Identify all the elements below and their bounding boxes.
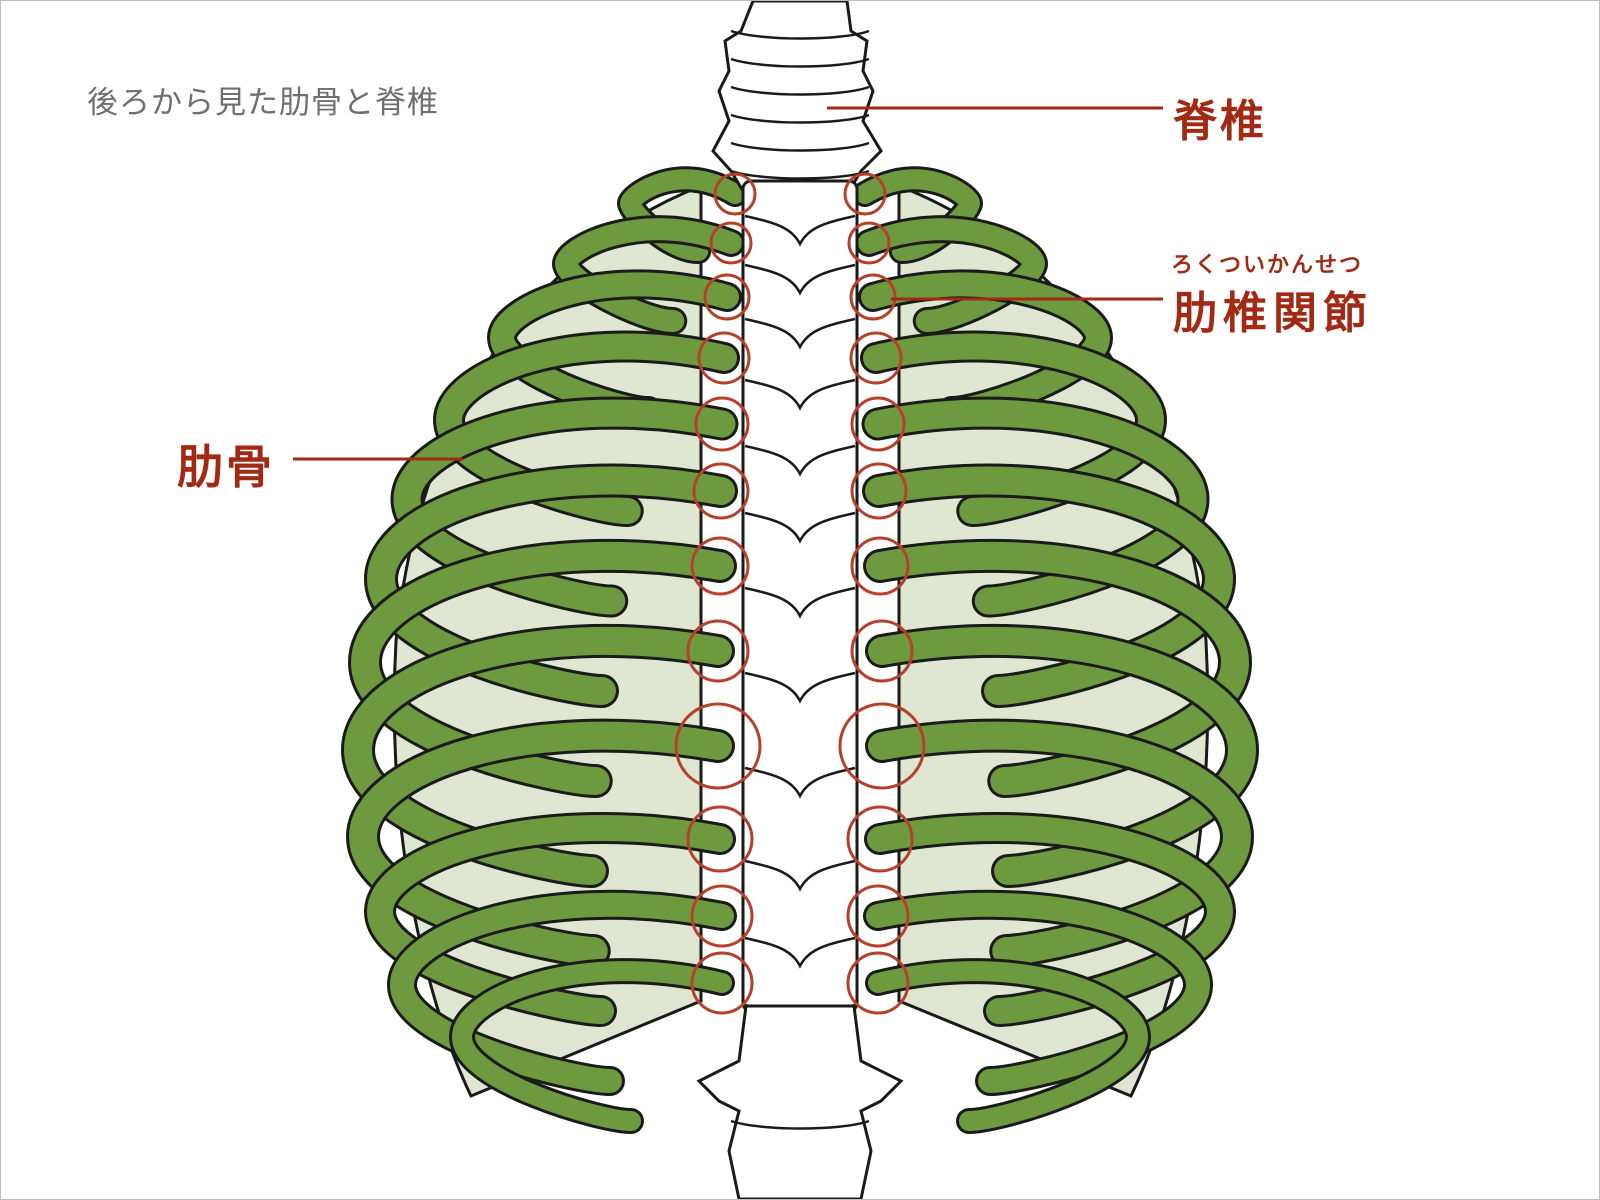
rib-6-right <box>865 466 1234 705</box>
joint-marker-7-left <box>690 536 750 596</box>
rib-7-left <box>350 541 734 795</box>
rib-2-left <box>554 218 742 332</box>
cervical-segment-line <box>730 85 870 96</box>
rib-12-left <box>451 961 732 1131</box>
spinous-process <box>744 317 856 350</box>
joint-marker-6-left <box>692 462 750 520</box>
joint-marker-3-left <box>703 273 751 321</box>
joint-marker-8-right <box>850 619 914 683</box>
cervical-vertebrae <box>711 1 883 193</box>
rib-8-right <box>868 627 1257 885</box>
rib-12-right <box>868 961 1149 1131</box>
rib-6-left <box>366 466 735 705</box>
joint-marker-9-right <box>838 702 926 790</box>
rib-5-right <box>864 399 1207 615</box>
rib-11-left <box>389 892 734 1093</box>
joint-marker-1-right <box>843 172 887 216</box>
cervical-segment-line <box>730 57 870 68</box>
cervical-segment-line <box>730 29 870 40</box>
joint-marker-10-right <box>846 805 914 873</box>
joint-marker-4-left <box>697 331 751 385</box>
label-leader-lines <box>293 106 1163 461</box>
spinous-process <box>744 671 856 704</box>
rib-7-right <box>866 541 1250 795</box>
rib-9-right <box>868 721 1252 965</box>
joint-marker-7-right <box>850 536 910 596</box>
joint-marker-2-right <box>847 221 891 265</box>
costovertebral-joint-markers <box>674 172 926 1015</box>
spinous-process <box>744 766 856 799</box>
spine-group <box>696 1 904 1199</box>
joint-marker-8-left <box>686 619 750 683</box>
joint-marker-4-right <box>849 331 903 385</box>
label-ribs: 肋骨 <box>177 440 275 494</box>
spinous-process <box>744 263 856 296</box>
spinous-process <box>744 444 856 477</box>
rib-2-right <box>858 218 1046 332</box>
rib-11-right <box>866 892 1211 1093</box>
joint-marker-5-left <box>694 396 750 452</box>
spinous-process <box>744 378 856 411</box>
joint-marker-12-right <box>846 951 910 1015</box>
lumbar-vertebrae <box>696 1004 904 1199</box>
joint-marker-3-right <box>849 273 897 321</box>
cervical-segment-line <box>730 141 870 152</box>
joint-marker-5-right <box>850 396 906 452</box>
rib-9-left <box>348 721 732 965</box>
ribs-group <box>340 166 1260 1134</box>
joint-marker-1-left <box>713 172 757 216</box>
label-costovertebral-joint: 肋椎関節 <box>1173 288 1373 339</box>
joint-marker-12-left <box>690 951 754 1015</box>
figure-caption: 後ろから見た肋骨と脊椎 <box>87 85 439 121</box>
label-joint-reading: ろくついかんせつ <box>1171 253 1364 278</box>
spinous-process <box>744 586 856 619</box>
joint-marker-11-left <box>690 884 754 948</box>
joint-marker-9-left <box>674 702 762 790</box>
cervical-segment-line <box>730 113 870 124</box>
joint-marker-6-right <box>850 462 908 520</box>
joint-marker-10-left <box>686 805 754 873</box>
joint-marker-2-left <box>709 221 753 265</box>
spinous-process <box>744 511 856 544</box>
spinous-process <box>744 859 856 892</box>
spinous-process <box>744 936 856 969</box>
rib-8-left <box>343 627 732 885</box>
spinous-process <box>744 214 856 247</box>
lumbar-segment-line <box>730 1119 870 1130</box>
label-spine: 脊椎 <box>1173 96 1267 147</box>
rib-5-left <box>393 399 736 615</box>
joint-marker-11-right <box>846 884 910 948</box>
